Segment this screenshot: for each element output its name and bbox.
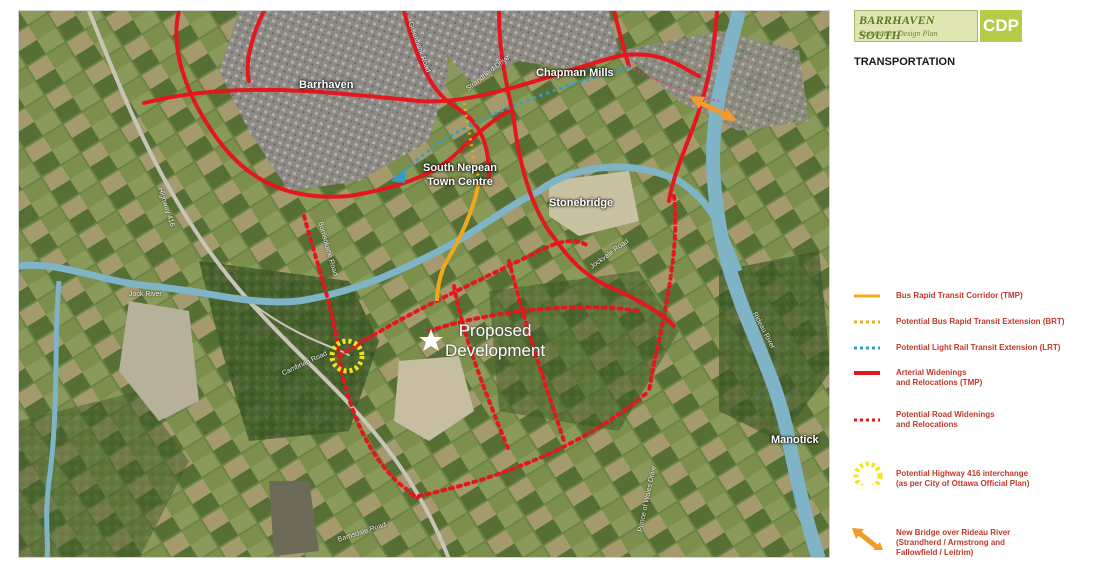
- interchange-marker: [329, 338, 365, 374]
- cdp-brand-subtitle: Community Design Plan: [859, 29, 938, 38]
- legend-brt-label: Bus Rapid Transit Corridor (TMP): [896, 291, 1023, 300]
- lrt-arrowhead: [391, 169, 405, 183]
- jock-river-branch: [44, 280, 62, 557]
- barrhaven-suburb: [219, 11, 449, 191]
- legend-bridge-label: New Bridge over Rideau River (Strandherd…: [896, 528, 1011, 557]
- aerial-map[interactable]: Barrhaven Chapman Mills South Nepean Tow…: [18, 10, 830, 558]
- arterial-roads: [142, 11, 719, 328]
- new-bridge-marker: [689, 96, 737, 121]
- cdp-logo: BARRHAVEN SOUTH Community Design Plan CD…: [854, 10, 1022, 42]
- forest-area: [19, 391, 189, 557]
- stonebridge-development: [549, 171, 639, 236]
- proposed-development-star: [419, 329, 443, 351]
- legend-title: TRANSPORTATION: [854, 56, 956, 68]
- legend-arterial-label: Arterial Widenings and Relocations (TMP): [896, 368, 983, 387]
- cdp-brand-name: BARRHAVEN SOUTH: [859, 13, 935, 42]
- legend-arterial-symbol: [854, 371, 880, 375]
- legend-road-widening-label: Potential Road Widenings and Relocations: [896, 410, 995, 429]
- jock-river: [19, 163, 743, 306]
- legend-lrt-extension-symbol: [854, 346, 880, 350]
- legend-lrt-extension-label: Potential Light Rail Transit Extension (…: [896, 343, 1061, 352]
- riverside-suburb: [619, 31, 809, 131]
- legend-bridge-symbol: [852, 528, 883, 550]
- legend-road-widening-symbol: [854, 418, 880, 422]
- cambrian-road: [248, 300, 350, 357]
- forest-area: [489, 271, 679, 431]
- cdp-name-box: BARRHAVEN SOUTH Community Design Plan: [854, 10, 978, 42]
- rideau-river: [706, 11, 826, 557]
- pond: [269, 481, 319, 556]
- legend-interchange-label: Potential Highway 416 interchange (as pe…: [896, 469, 1030, 488]
- cdp-badge: CDP: [980, 10, 1022, 42]
- map-canvas: [19, 11, 829, 557]
- brt-corridor: [435, 180, 481, 302]
- forest-area: [199, 261, 379, 441]
- legend-interchange-symbol: [853, 461, 883, 485]
- quarry-area: [119, 301, 199, 421]
- legend-panel: BARRHAVEN SOUTH Community Design Plan CD…: [838, 6, 1094, 561]
- legend-brt-symbol: [854, 294, 880, 298]
- legend-brt-extension-symbol: [854, 320, 880, 324]
- potential-roads: [302, 194, 678, 501]
- quarry-area: [394, 356, 474, 441]
- chapman-mills-suburb: [439, 11, 619, 81]
- lrt-extension: [397, 65, 630, 178]
- legend-brt-extension-label: Potential Bus Rapid Transit Extension (B…: [896, 317, 1065, 326]
